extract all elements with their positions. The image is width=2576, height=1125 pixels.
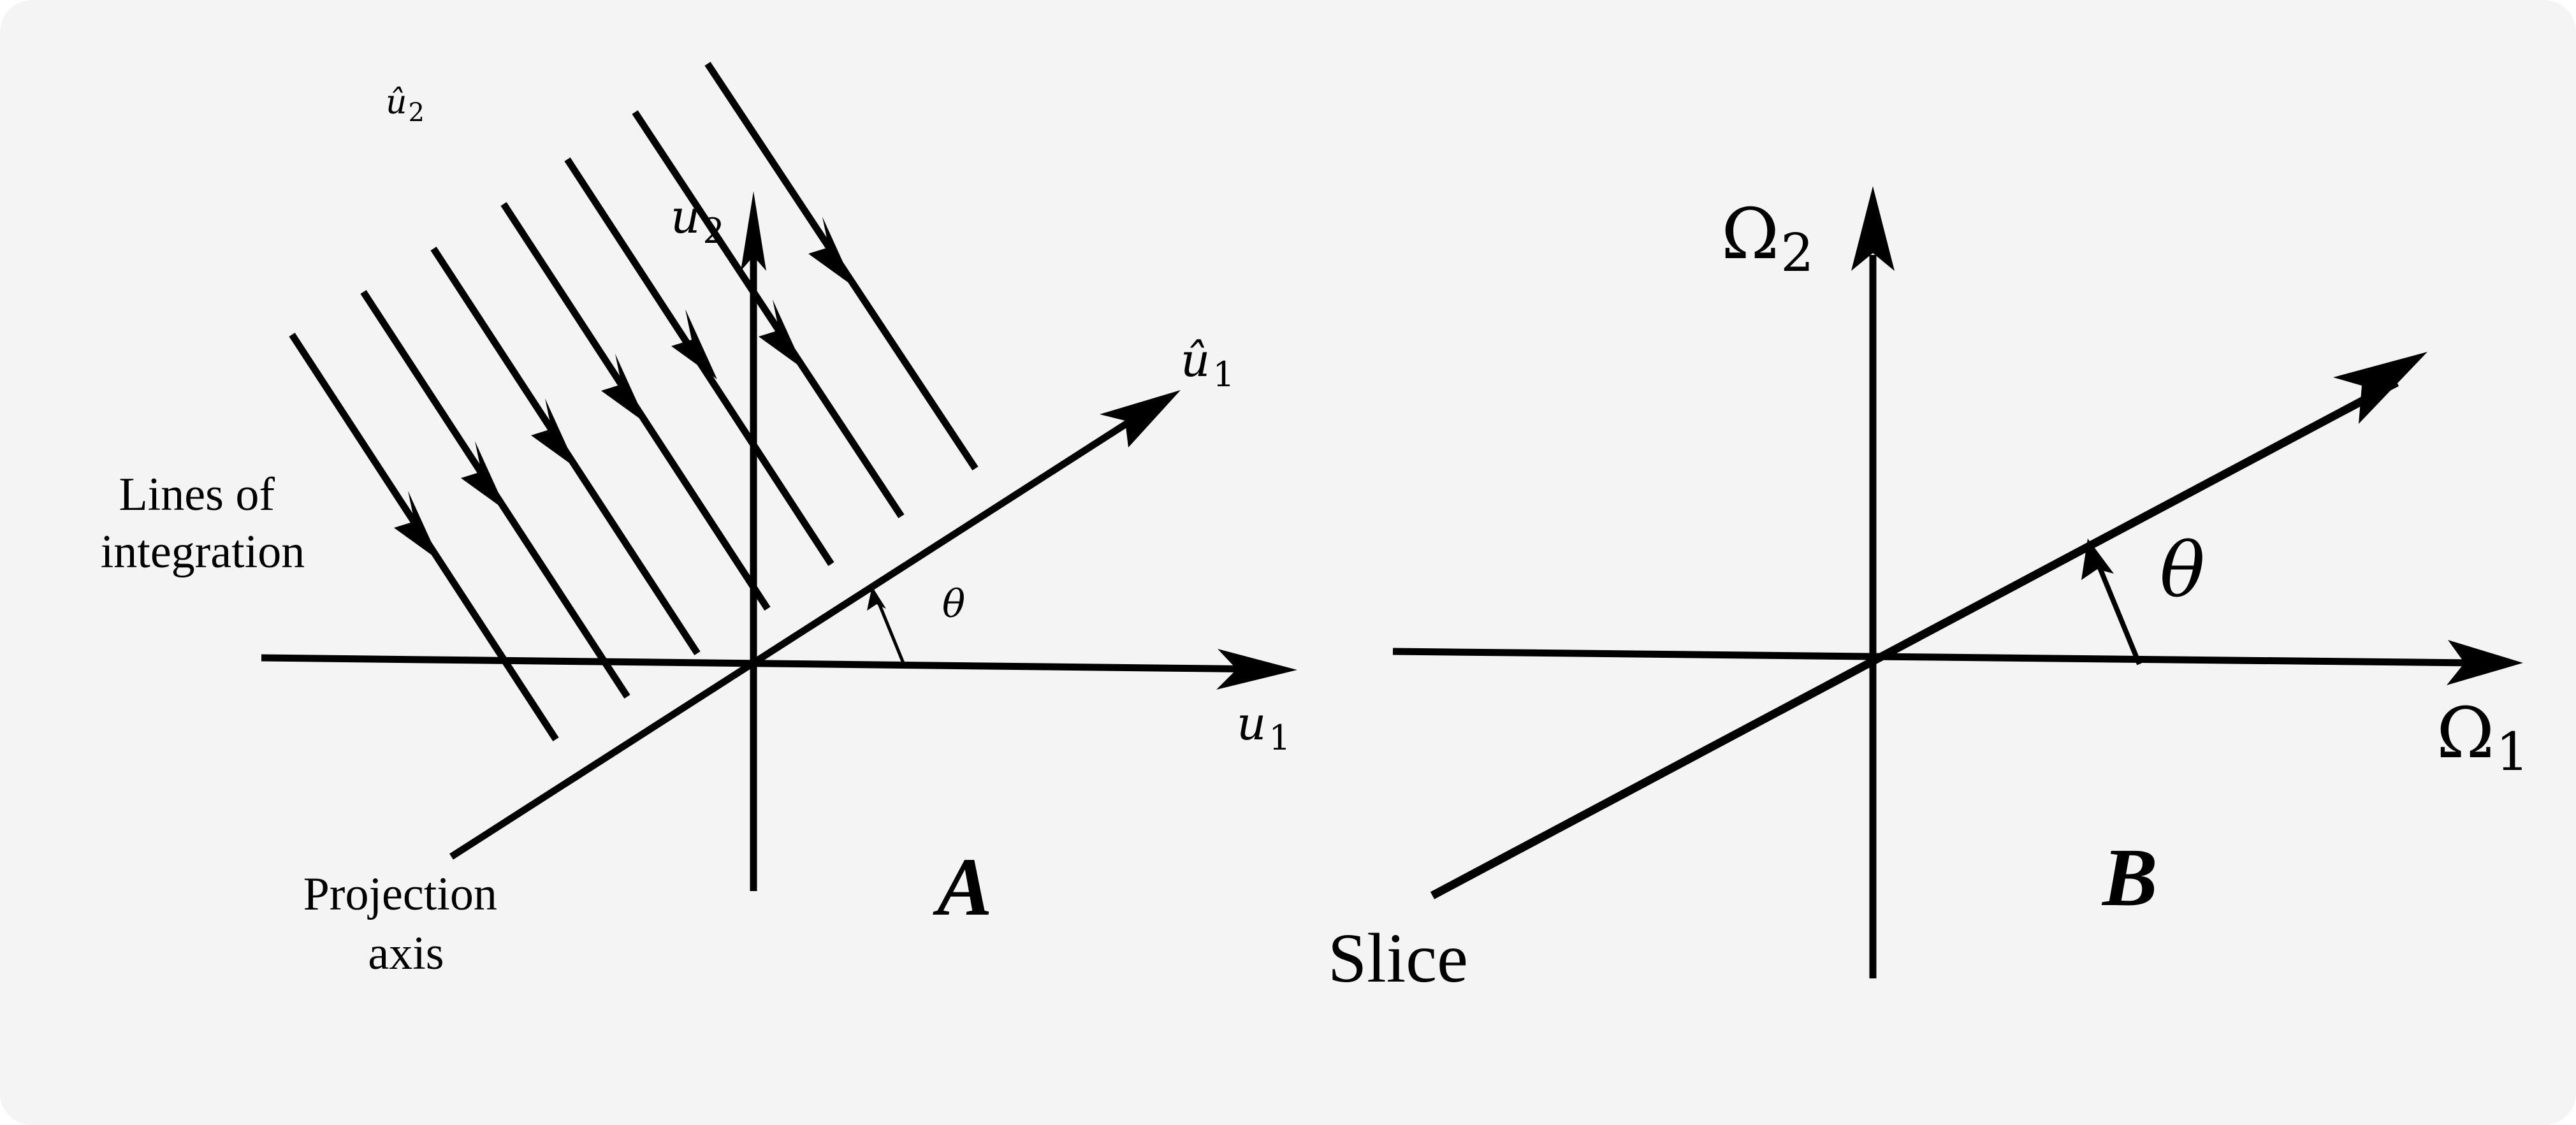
angle-label-a: θ: [942, 582, 965, 627]
angle-arrow-a: [867, 586, 905, 664]
u1-label: u1: [1237, 697, 1291, 758]
integration-arrowhead: [531, 398, 577, 468]
panel-b-label: B: [2101, 832, 2158, 924]
omega2-axis: [1851, 186, 1895, 978]
omega1-arrowhead: [2447, 640, 2523, 685]
integration-arrowhead: [808, 217, 854, 287]
projection-axis: [449, 390, 1181, 860]
omega1-label: Ω1: [2436, 692, 2529, 783]
u2-arrowhead: [741, 191, 766, 271]
integration-arrowheads: [394, 217, 854, 561]
integration-arrowhead: [671, 309, 717, 379]
slice-label: Slice: [1328, 919, 1468, 997]
integration-arrowhead: [759, 300, 804, 370]
integration-line: [632, 110, 905, 519]
slice-arrowhead: [2333, 352, 2427, 424]
projection-arrowhead: [1100, 390, 1181, 447]
angle-arrow-b: [2081, 539, 2142, 665]
u2-hat-label: û2: [386, 83, 425, 127]
panel-a-label: A: [933, 841, 993, 933]
u1-hat-label: û1: [1181, 333, 1235, 395]
u2-axis: [741, 191, 766, 891]
integration-arrowhead: [601, 354, 647, 424]
u1-axis: [261, 649, 1297, 690]
integration-arrowhead: [394, 491, 440, 561]
angle-label-b: θ: [2160, 526, 2205, 614]
integration-arrowhead: [461, 441, 507, 511]
slice-line: [1430, 352, 2427, 899]
u2-label: u2: [671, 190, 725, 251]
u1-arrowhead: [1216, 649, 1297, 690]
panel-b: Ω2 Ω1 θ Slice B: [1328, 186, 2529, 997]
projection-axis-label: Projection axis: [303, 868, 509, 980]
panel-a: û1 û2 u2 u1 θ Lines of integration Proje…: [101, 61, 1297, 980]
omega2-arrowhead: [1851, 186, 1895, 271]
omega2-label: Ω2: [1721, 193, 1814, 284]
omega1-axis: [1392, 640, 2523, 685]
lines-of-integration-label: Lines of integration: [101, 468, 305, 578]
